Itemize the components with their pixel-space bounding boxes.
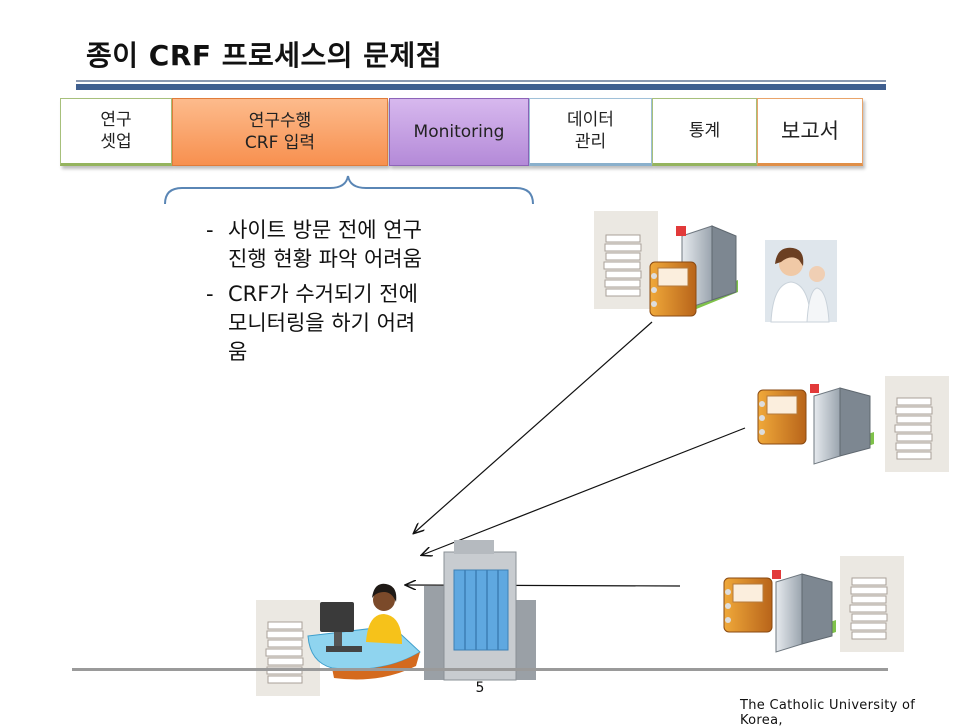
step-study-conduct: 연구수행 CRF 입력: [172, 98, 388, 166]
paper-stack-icon: [594, 211, 658, 309]
step-statistics: 통계: [652, 98, 757, 166]
arrow-site2: [422, 427, 746, 555]
step-data-management: 데이터 관리: [529, 98, 652, 166]
bullet-item: - CRF가 수거되기 전에 모니터링을 하기 어려 움: [206, 280, 486, 367]
binder-icon: [649, 261, 697, 317]
page-number: 5: [475, 680, 485, 696]
doctor-photo-icon: [765, 240, 837, 323]
step-label: 연구수행 CRF 입력: [244, 111, 316, 153]
step-study-setup: 연구 셋업: [60, 98, 172, 166]
title-rule: [76, 84, 886, 90]
paper-stack-icon: [840, 556, 904, 652]
hospital-building-icon: [810, 384, 874, 465]
step-monitoring: Monitoring: [389, 98, 529, 166]
bullet-dash: -: [206, 282, 214, 306]
step-label: 통계: [688, 121, 721, 141]
binder-icon: [723, 577, 773, 633]
step-label: 연구 셋업: [100, 110, 132, 152]
bullet-text: 사이트 방문 전에 연구 진행 현황 파악 어려움: [228, 218, 422, 271]
step-label: Monitoring: [413, 122, 505, 142]
bullet-dash: -: [206, 218, 214, 242]
paper-stack-icon: [885, 376, 949, 472]
bullet-list: - 사이트 방문 전에 연구 진행 현황 파악 어려움 - CRF가 수거되기 …: [206, 216, 486, 373]
office-building-icon: [424, 540, 536, 681]
title-rule-thin: [76, 80, 886, 82]
bullet-item: - 사이트 방문 전에 연구 진행 현황 파악 어려움: [206, 216, 486, 274]
computer-user-icon: [307, 583, 421, 680]
footer-text: The Catholic University of Korea,: [740, 698, 916, 728]
paper-stack-icon: [256, 600, 320, 696]
step-label: 보고서: [781, 119, 839, 143]
binder-icon: [757, 389, 807, 445]
step-report: 보고서: [757, 98, 863, 166]
page-title: 종이 CRF 프로세스의 문제점: [86, 39, 443, 72]
step-label: 데이터 관리: [567, 110, 614, 152]
bullet-text: CRF가 수거되기 전에 모니터링을 하기 어려 움: [228, 282, 418, 364]
brace-connector: [164, 175, 534, 205]
bottom-rule: [72, 668, 888, 671]
arrow-site1: [414, 321, 653, 533]
hospital-building-icon: [772, 570, 836, 653]
